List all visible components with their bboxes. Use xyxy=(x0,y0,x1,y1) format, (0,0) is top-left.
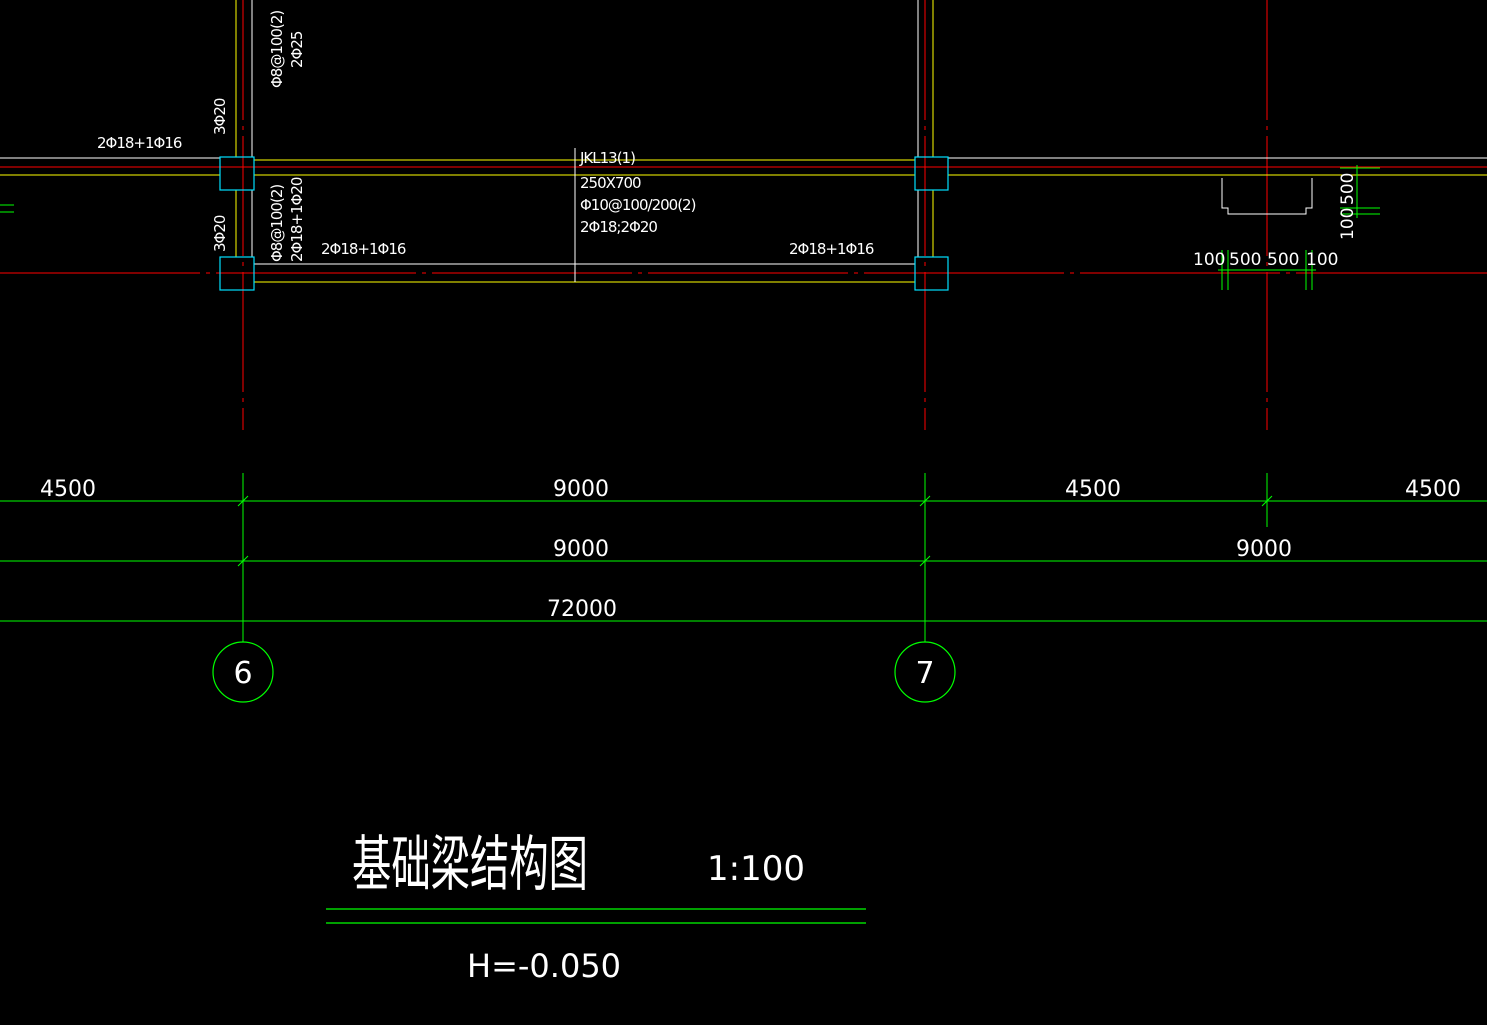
beam-right-bottom-text: 2Φ18+1Φ16 xyxy=(789,240,874,258)
drawing-elevation: H=-0.050 xyxy=(467,947,621,985)
detail-outline xyxy=(1221,178,1313,215)
columns xyxy=(219,156,949,291)
column-6-lower xyxy=(219,256,255,291)
annotations: Φ8@100(2) 2Φ25 3Φ20 3Φ20 2Φ18+1Φ16 Φ8@10… xyxy=(97,11,875,262)
dimension-values: 4500 9000 4500 4500 9000 9000 72000 xyxy=(40,477,1461,622)
drawing-title: 基础梁结构图 xyxy=(352,830,588,900)
dimension-lines xyxy=(0,473,1487,642)
dim-r2-a: 9000 xyxy=(553,537,609,562)
dim-r1-d: 4500 xyxy=(1405,477,1461,502)
col6-topbars-text: 2Φ25 xyxy=(288,31,306,68)
axis-bubbles xyxy=(212,641,956,703)
dim-r1-b: 9000 xyxy=(553,477,609,502)
dim-r2-b: 9000 xyxy=(1236,537,1292,562)
detail-w3: 500 xyxy=(1267,250,1299,270)
axis-label-6: 6 xyxy=(233,656,252,691)
tick-6-r1 xyxy=(237,495,249,507)
col6-lower-stirrup-text: Φ8@100(2) xyxy=(268,185,286,262)
title-underline xyxy=(326,908,866,924)
left-beam-bars-text: 2Φ18+1Φ16 xyxy=(97,134,182,152)
column-6-upper xyxy=(219,156,255,191)
tick-6-r2 xyxy=(237,555,249,567)
beam-outlines xyxy=(0,0,1487,283)
axis-bubble-6 xyxy=(212,641,274,703)
tick-7-r2 xyxy=(919,555,931,567)
detail-w2: 500 xyxy=(1229,250,1261,270)
dim-r1-a: 4500 xyxy=(40,477,96,502)
detail-dims: 100 500 500 100 100 500 xyxy=(1193,173,1358,270)
dim-r3-a: 72000 xyxy=(547,597,617,622)
axis-lines xyxy=(0,0,1487,430)
detail-w4: 100 xyxy=(1306,250,1338,270)
col6-stirrup-text: Φ8@100(2) xyxy=(268,11,286,88)
tick-right-r1 xyxy=(1261,495,1273,507)
beam-left-bottom-text: 2Φ18+1Φ16 xyxy=(321,240,406,258)
detail-w1: 100 xyxy=(1193,250,1225,270)
column-7-upper xyxy=(914,156,949,191)
section-detail xyxy=(1218,165,1380,290)
axis-label-7: 7 xyxy=(915,656,934,691)
detail-h1: 100 xyxy=(1338,208,1358,240)
axis-bubble-7 xyxy=(894,641,956,703)
tick-7-r1 xyxy=(919,495,931,507)
beam-size-text: 250X700 xyxy=(580,174,641,192)
beam-stirrup-text: Φ10@100/200(2) xyxy=(580,196,696,214)
drawing-scale: 1:100 xyxy=(707,849,805,889)
col6-lower-vert-text: 3Φ20 xyxy=(211,215,229,252)
col6-upper-vert-text: 3Φ20 xyxy=(211,98,229,135)
beam-bars-text: 2Φ18;2Φ20 xyxy=(580,218,657,236)
col6-lower-bars-text: 2Φ18+1Φ20 xyxy=(288,177,306,262)
dim-r1-c: 4500 xyxy=(1065,477,1121,502)
detail-h2: 500 xyxy=(1338,173,1358,205)
column-7-lower xyxy=(914,256,949,291)
beam-id-text: JKL13(1) xyxy=(579,149,635,167)
